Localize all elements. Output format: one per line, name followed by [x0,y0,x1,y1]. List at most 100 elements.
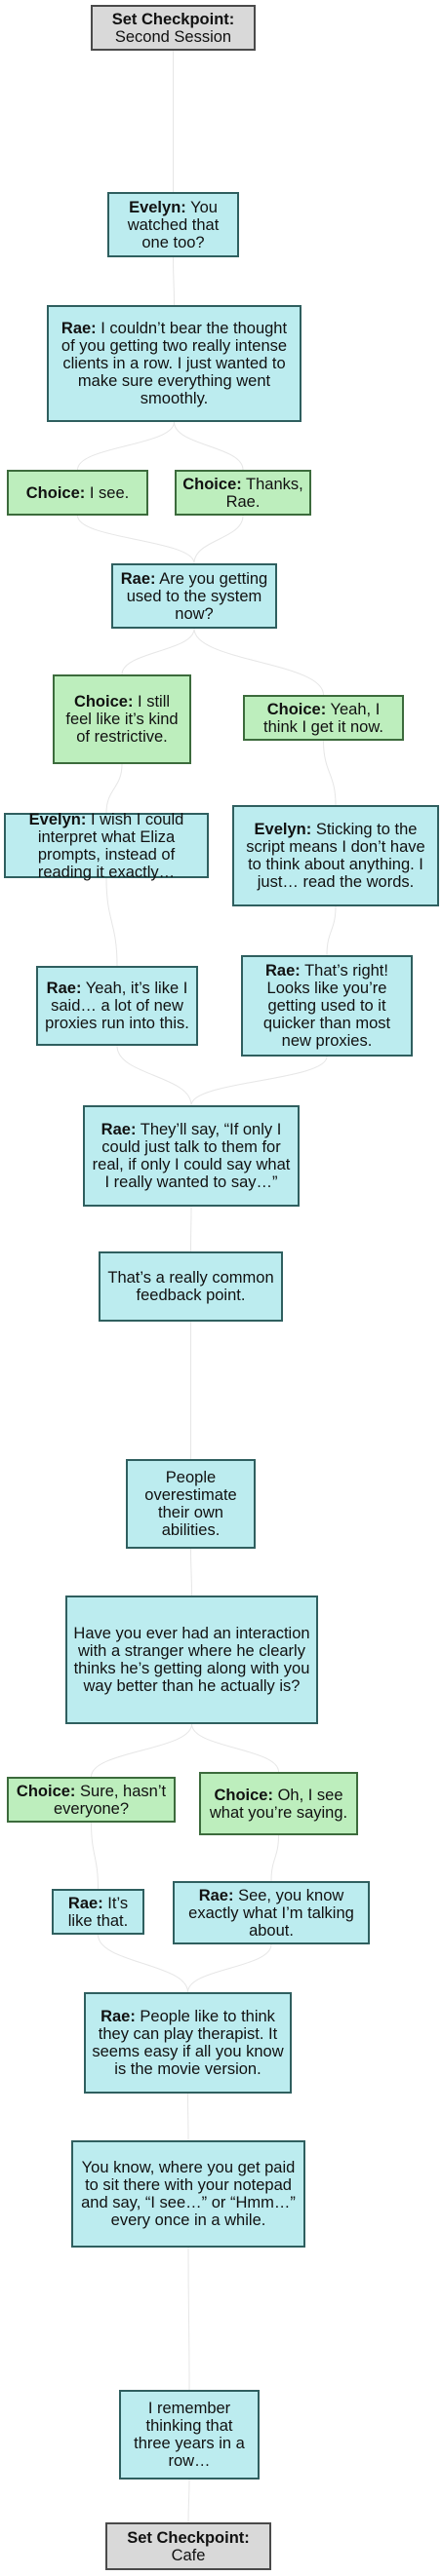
node-content: Choice: I still feel like it’s kind of r… [60,693,183,746]
node-text: Yeah, I think I get it now. [263,700,383,736]
node-content: Evelyn: You watched that one too? [115,199,231,251]
connector-n13-n14 [187,1943,272,1993]
node-text: I remember thinking that three years in … [134,2400,245,2470]
node-speaker: Set Checkpoint: [127,2528,250,2547]
node-speaker: Rae: [100,1121,137,1138]
node-content: I remember thinking that three years in … [127,2400,252,2470]
node-text: Second Session [114,27,232,46]
node-text: I see. [89,483,130,502]
choice-node-c5[interactable]: Choice: Sure, hasn’t everyone? [7,1777,176,1823]
node-content: Choice: Oh, I see what you’re saying. [207,1787,350,1822]
dialogue-node-n3[interactable]: Rae: Are you getting used to the system … [111,563,277,629]
node-text: Yeah, it’s like I said… a lot of new pro… [45,980,189,1032]
node-text: That’s a really common feedback point. [107,1269,274,1304]
dialogue-node-n13[interactable]: Rae: See, you know exactly what I’m talk… [173,1881,370,1944]
dialogue-node-n14[interactable]: Rae: People like to think they can play … [84,1992,292,2094]
node-content: Rae: That’s right! Looks like you’re get… [249,962,405,1050]
connector-n7-n8 [190,1056,328,1106]
node-text: Sticking to the script means I don’t hav… [246,821,425,891]
node-speaker: Rae: [67,1894,103,1912]
connector-c5-n12 [91,1822,99,1890]
connector-c1-n3 [77,515,195,564]
connector-n2-c1 [77,421,175,471]
node-speaker: Choice: [182,475,242,493]
node-content: Set Checkpoint:Cafe [127,2529,250,2564]
choice-node-c4[interactable]: Choice: Yeah, I think I get it now. [243,695,404,741]
node-text: Cafe [171,2546,206,2564]
dialogue-node-n10[interactable]: People overestimate their own abilities. [126,1459,256,1549]
node-content: Evelyn: I wish I could interpret what El… [12,811,201,881]
node-text: Are you getting used to the system now? [126,569,268,623]
node-content: Rae: See, you know exactly what I’m talk… [181,1887,362,1940]
node-content: Choice: Thanks, Rae. [182,476,303,511]
node-speaker: Choice: [214,1786,273,1804]
node-speaker: Rae: [265,962,301,980]
connector-c6-n13 [270,1834,279,1882]
node-speaker: Evelyn: [28,810,87,828]
node-text: Have you ever had an interaction with a … [73,1625,310,1695]
connector-n16-cp2 [187,2479,190,2523]
node-speaker: Rae: [60,320,97,337]
node-speaker: Evelyn: [254,821,312,838]
node-content: Rae: I couldn’t bear the thought of you … [55,320,294,407]
connector-n3-c4 [193,628,324,696]
node-text: They’ll say, “If only I could just talk … [92,1121,291,1191]
connector-n10-n11 [190,1548,192,1596]
connector-n14-n15 [187,2093,189,2141]
node-speaker: Evelyn: [129,198,186,216]
dialogue-node-n12[interactable]: Rae: It’s like that. [52,1889,144,1935]
node-content: Rae: It’s like that. [60,1895,137,1930]
choice-node-c6[interactable]: Choice: Oh, I see what you’re saying. [199,1772,358,1835]
dialogue-node-n8[interactable]: Rae: They’ll say, “If only I could just … [83,1105,300,1207]
choice-node-c2[interactable]: Choice: Thanks, Rae. [175,470,311,516]
node-speaker: Choice: [73,693,134,711]
node-speaker: Rae: [198,1886,234,1904]
dialogue-node-n11[interactable]: Have you ever had an interaction with a … [65,1596,318,1724]
node-text: Sure, hasn’t everyone? [53,1782,167,1818]
node-content: Evelyn: Sticking to the script means I d… [240,821,431,891]
dialogue-node-n15[interactable]: You know, where you get paid to sit ther… [71,2140,305,2248]
choice-node-c1[interactable]: Choice: I see. [7,470,148,516]
node-content: People overestimate their own abilities. [134,1469,248,1539]
node-speaker: Rae: [100,2008,136,2025]
node-content: Choice: I see. [26,484,129,502]
connector-n11-c5 [91,1723,192,1778]
node-speaker: Choice: [25,483,86,502]
node-content: Choice: Sure, hasn’t everyone? [15,1783,168,1818]
node-speaker: Set Checkpoint: [111,10,235,28]
dialogue-node-n4[interactable]: Evelyn: I wish I could interpret what El… [4,811,209,881]
connector-n5-n7 [326,905,337,956]
node-content: Rae: Are you getting used to the system … [119,570,269,623]
dialogue-node-n2[interactable]: Rae: I couldn’t bear the thought of you … [47,305,301,422]
dialogue-node-n6[interactable]: Rae: Yeah, it’s like I said… a lot of ne… [36,966,198,1046]
dialogue-node-n16[interactable]: I remember thinking that three years in … [119,2390,260,2480]
dialogue-node-n9[interactable]: That’s a really common feedback point. [99,1251,283,1322]
node-text: Thanks, Rae. [225,475,303,511]
connector-n15-n16 [187,2247,190,2391]
node-text: It’s like that. [67,1894,129,1930]
dialogue-node-n7[interactable]: Rae: That’s right! Looks like you’re get… [241,955,413,1057]
connector-n3-c3 [121,628,195,675]
node-content: You know, where you get paid to sit ther… [79,2159,298,2229]
node-text: Oh, I see what you’re saying. [209,1786,348,1822]
connector-n12-n14 [98,1934,188,1993]
connector-n6-n8 [116,1045,192,1106]
checkpoint-node-cp2[interactable]: Set Checkpoint:Cafe [105,2522,271,2570]
node-text: I wish I could interpret what Eliza prom… [37,810,184,881]
node-content: That’s a really common feedback point. [106,1269,275,1304]
connector-c3-n4 [105,763,123,814]
node-text: I couldn’t bear the thought of you getti… [60,320,288,407]
connector-n8-n9 [190,1206,192,1252]
node-text: See, you know exactly what I’m talking a… [188,1886,354,1940]
connector-c2-n3 [193,515,244,564]
node-text: You watched that one too? [127,198,220,251]
checkpoint-node-cp1[interactable]: Set Checkpoint:Second Session [91,5,256,51]
node-content: Rae: People like to think they can play … [92,2008,284,2078]
node-content: Choice: Yeah, I think I get it now. [251,701,396,736]
dialogue-node-n1[interactable]: Evelyn: You watched that one too? [107,192,239,257]
node-content: Have you ever had an interaction with a … [73,1625,310,1695]
node-text: That’s right! Looks like you’re getting … [262,962,391,1050]
choice-node-c3[interactable]: Choice: I still feel like it’s kind of r… [53,674,191,764]
dialogue-node-n5[interactable]: Evelyn: Sticking to the script means I d… [232,805,439,906]
